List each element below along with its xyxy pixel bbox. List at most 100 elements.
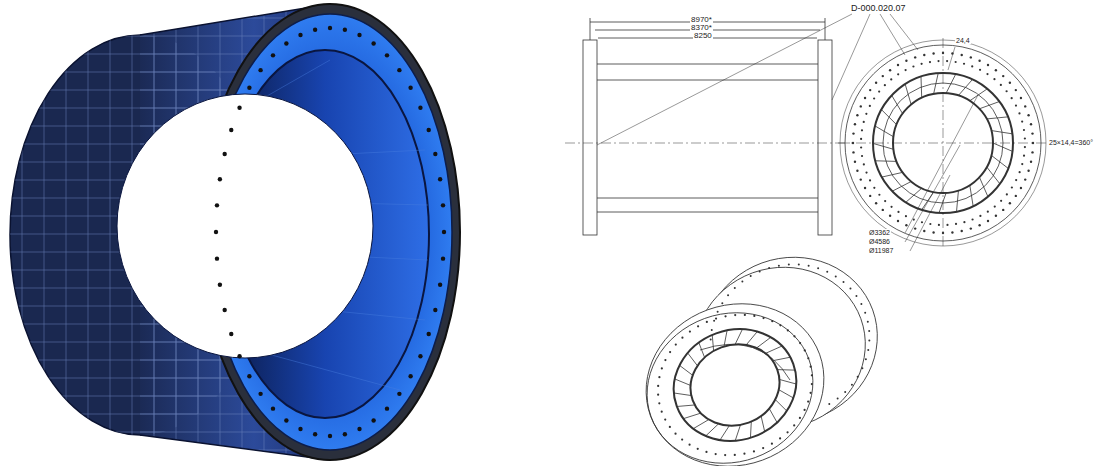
- bolt-hole: [427, 128, 431, 132]
- bolt-hole: [849, 288, 851, 290]
- bolt-hole: [271, 406, 275, 410]
- bolt-hole: [1000, 200, 1002, 202]
- bolt-hole: [810, 366, 812, 368]
- bolt-hole: [913, 219, 915, 221]
- bolt-hole: [938, 224, 940, 226]
- bolt-hole: [734, 287, 736, 289]
- bolt-hole: [808, 265, 810, 267]
- spoke-line: [769, 408, 777, 422]
- bolt-hole: [921, 221, 923, 223]
- bolt-hole: [970, 227, 972, 229]
- bolt-hole: [963, 221, 965, 223]
- bolt-hole: [912, 65, 914, 67]
- bolt-hole: [923, 230, 925, 232]
- bolt-hole: [661, 367, 663, 369]
- bolt-hole: [1031, 132, 1033, 134]
- bolt-hole: [1006, 90, 1008, 92]
- bolt-hole: [229, 332, 233, 336]
- bolt-hole: [856, 170, 858, 172]
- spoke-line: [958, 79, 972, 95]
- bolt-hole: [343, 432, 347, 436]
- bolt-hole: [961, 54, 963, 56]
- bolt-hole: [837, 398, 839, 400]
- bolt-hole: [811, 374, 813, 376]
- bolt-hole: [844, 391, 846, 393]
- bolt-hole: [864, 312, 866, 314]
- bolt-hole: [929, 223, 931, 225]
- bolt-hole: [987, 220, 989, 222]
- bolt-hole: [1015, 89, 1017, 91]
- bolt-hole: [787, 329, 789, 331]
- bolt-hole: [1015, 195, 1017, 197]
- bolt-hole: [727, 294, 729, 296]
- bolt-hole: [222, 308, 226, 312]
- bolt-hole: [284, 41, 288, 45]
- bolt-hole: [868, 340, 870, 342]
- bolt-hole: [743, 453, 745, 455]
- bolt-hole: [328, 26, 332, 30]
- angle-note: 25×14,4=360°: [1048, 139, 1094, 146]
- bolt-hole: [860, 303, 862, 305]
- bolt-hole: [778, 265, 780, 267]
- spoke-line: [987, 167, 1000, 184]
- bolt-hole: [258, 392, 262, 396]
- bolt-hole: [657, 385, 659, 387]
- bolt-hole: [851, 384, 853, 386]
- bolt-hole: [809, 392, 811, 394]
- spoke-line: [892, 182, 911, 192]
- bolt-hole: [852, 151, 854, 153]
- bolt-hole: [1023, 129, 1025, 131]
- bolt-hole: [803, 409, 805, 411]
- bolt-hole: [1027, 170, 1029, 172]
- bolt-hole: [1023, 155, 1025, 157]
- bolt-hole: [713, 320, 715, 322]
- bolt-hole: [869, 89, 871, 91]
- bolt-hole: [669, 426, 671, 428]
- bolt-hole: [1011, 186, 1013, 188]
- spoke-line: [720, 426, 729, 440]
- spoke-line: [773, 357, 791, 361]
- bolt-hole: [753, 315, 755, 317]
- bolt-hole: [771, 320, 773, 322]
- bolt-hole: [864, 97, 866, 99]
- spoke-line: [765, 346, 782, 353]
- spoke-line: [683, 413, 700, 418]
- dimension-text: 8970*: [690, 16, 713, 24]
- spoke-line: [724, 330, 727, 346]
- bolt-hole: [734, 314, 736, 316]
- bolt-hole: [884, 200, 886, 202]
- bolt-hole: [271, 53, 275, 57]
- spoke-line: [970, 89, 988, 101]
- bolt-hole: [397, 68, 401, 72]
- bolt-hole: [298, 427, 302, 431]
- spoke-line: [750, 422, 752, 438]
- bolt-hole: [878, 90, 880, 92]
- spoke-line: [706, 424, 719, 436]
- bolt-hole: [1019, 171, 1021, 173]
- bolt-hole: [664, 359, 666, 361]
- bolt-hole: [994, 206, 996, 208]
- bolt-hole: [897, 73, 899, 75]
- bolt-hole: [664, 418, 666, 420]
- bolt-hole: [864, 187, 866, 189]
- bolt-hole: [897, 211, 899, 213]
- spoke-line: [674, 393, 691, 396]
- bolt-hole: [920, 63, 922, 65]
- bolt-hole: [807, 400, 809, 402]
- bolt-hole: [371, 41, 375, 45]
- bolt-hole: [828, 403, 830, 405]
- bolt-hole: [1024, 178, 1026, 180]
- bolt-hole: [905, 60, 907, 62]
- bolt-hole: [793, 424, 795, 426]
- bolt-hole: [1002, 209, 1004, 211]
- bolt-hole: [889, 69, 891, 71]
- spoke-line: [779, 390, 794, 398]
- bolt-hole: [1027, 114, 1029, 116]
- bolt-hole: [987, 211, 989, 213]
- bolt-hole: [863, 163, 865, 165]
- bolt-hole: [385, 53, 389, 57]
- bolt-hole: [418, 354, 422, 358]
- bolt-hole: [768, 267, 770, 269]
